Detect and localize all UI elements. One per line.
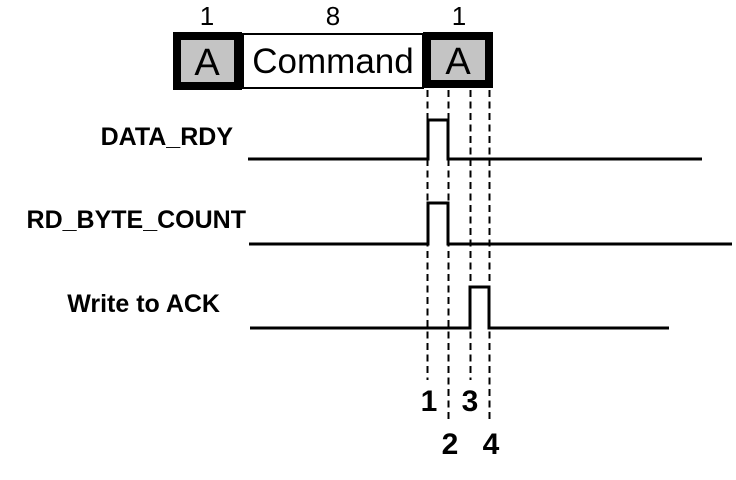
signal-label-write-to-ack: Write to ACK [67,290,220,318]
signal-data-rdy: DATA_RDY [101,118,702,161]
signal-rd-byte-count: RD_BYTE_COUNT [27,201,732,246]
signal-label-data-rdy: DATA_RDY [101,123,234,151]
marker-label-1: 1 [421,385,438,418]
address-box-start-label: A [194,42,220,84]
waveform-rd-byte-count [249,201,732,246]
signal-write-to-ack: Write to ACK [67,285,669,330]
marker-label-3: 3 [462,385,479,418]
marker-lines [426,90,491,421]
marker-label-4: 4 [483,428,500,461]
frame-row: 1 8 1 Command A A [173,1,493,90]
waveform-data-rdy [248,118,702,161]
marker-labels: 1 2 3 4 [421,385,500,461]
command-field-box [242,33,424,89]
command-field-label: Command [252,42,413,81]
signal-label-rd-byte-count: RD_BYTE_COUNT [27,206,246,234]
address-box-start [173,32,242,90]
bit-count-command: 8 [326,1,340,31]
bit-count-address1: 1 [200,1,214,31]
address-box-end-label: A [445,41,471,83]
bit-count-address2: 1 [452,1,466,31]
address-box-end [423,32,493,88]
waveform-write-to-ack [250,285,669,330]
marker-label-2: 2 [442,428,459,461]
